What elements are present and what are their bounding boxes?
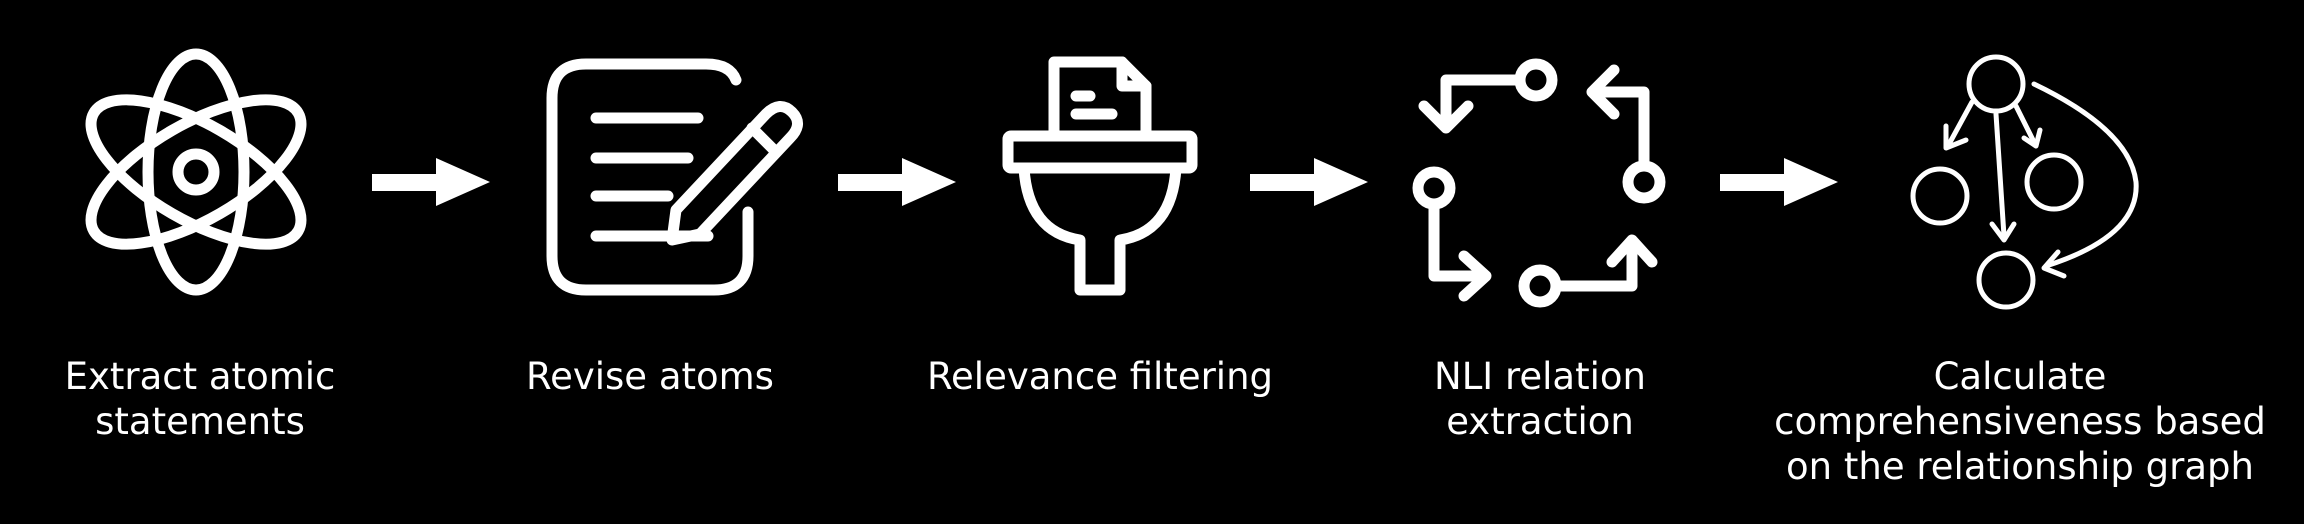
arrow-right-icon bbox=[372, 158, 490, 206]
label-line: Relevance filtering bbox=[926, 355, 1274, 398]
label-line: NLI relation bbox=[1434, 355, 1646, 398]
arrow-right-icon bbox=[1720, 158, 1838, 206]
step-label-calculate-comprehensiveness: Calculate comprehensiveness based on the… bbox=[1750, 354, 2290, 489]
label-line: Extract atomic bbox=[64, 355, 336, 398]
atom-icon bbox=[85, 48, 307, 296]
label-line: extraction bbox=[1446, 400, 1634, 443]
step-label-extract-atomic-statements: Extract atomic statements bbox=[20, 354, 380, 444]
arrow-right-icon bbox=[838, 158, 956, 206]
document-pencil-icon bbox=[546, 58, 803, 296]
step-label-revise-atoms: Revise atoms bbox=[490, 354, 810, 399]
arrow-right-icon bbox=[1250, 158, 1368, 206]
label-line: Calculate bbox=[1933, 355, 2107, 398]
label-line: comprehensiveness based bbox=[1774, 400, 2266, 443]
node-graph-icon bbox=[1910, 54, 2139, 310]
label-line: statements bbox=[95, 400, 305, 443]
label-line: Revise atoms bbox=[526, 355, 774, 398]
funnel-filter-icon bbox=[1002, 56, 1198, 296]
cycle-arrows-icon bbox=[1412, 58, 1666, 308]
step-label-relevance-filtering: Relevance filtering bbox=[905, 354, 1295, 399]
label-line: on the relationship graph bbox=[1786, 445, 2254, 488]
step-label-nli-relation-extraction: NLI relation extraction bbox=[1390, 354, 1690, 444]
